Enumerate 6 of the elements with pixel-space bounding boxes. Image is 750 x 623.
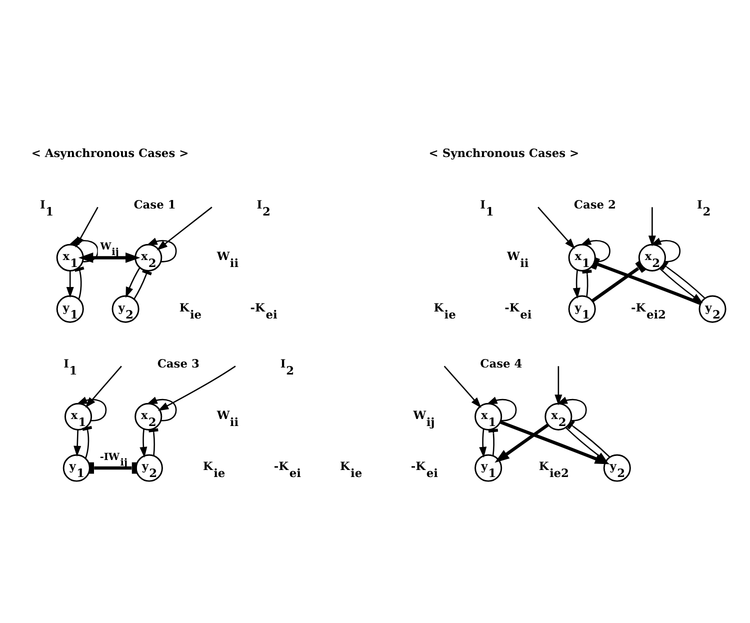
label: < Asynchronous Cases > (31, 146, 189, 160)
label: Case 2 (574, 198, 616, 212)
label: Case 1 (134, 198, 176, 212)
label: Case 3 (157, 356, 200, 371)
label: < Synchronous Cases > (428, 146, 580, 160)
label: Case 4 (480, 356, 522, 371)
